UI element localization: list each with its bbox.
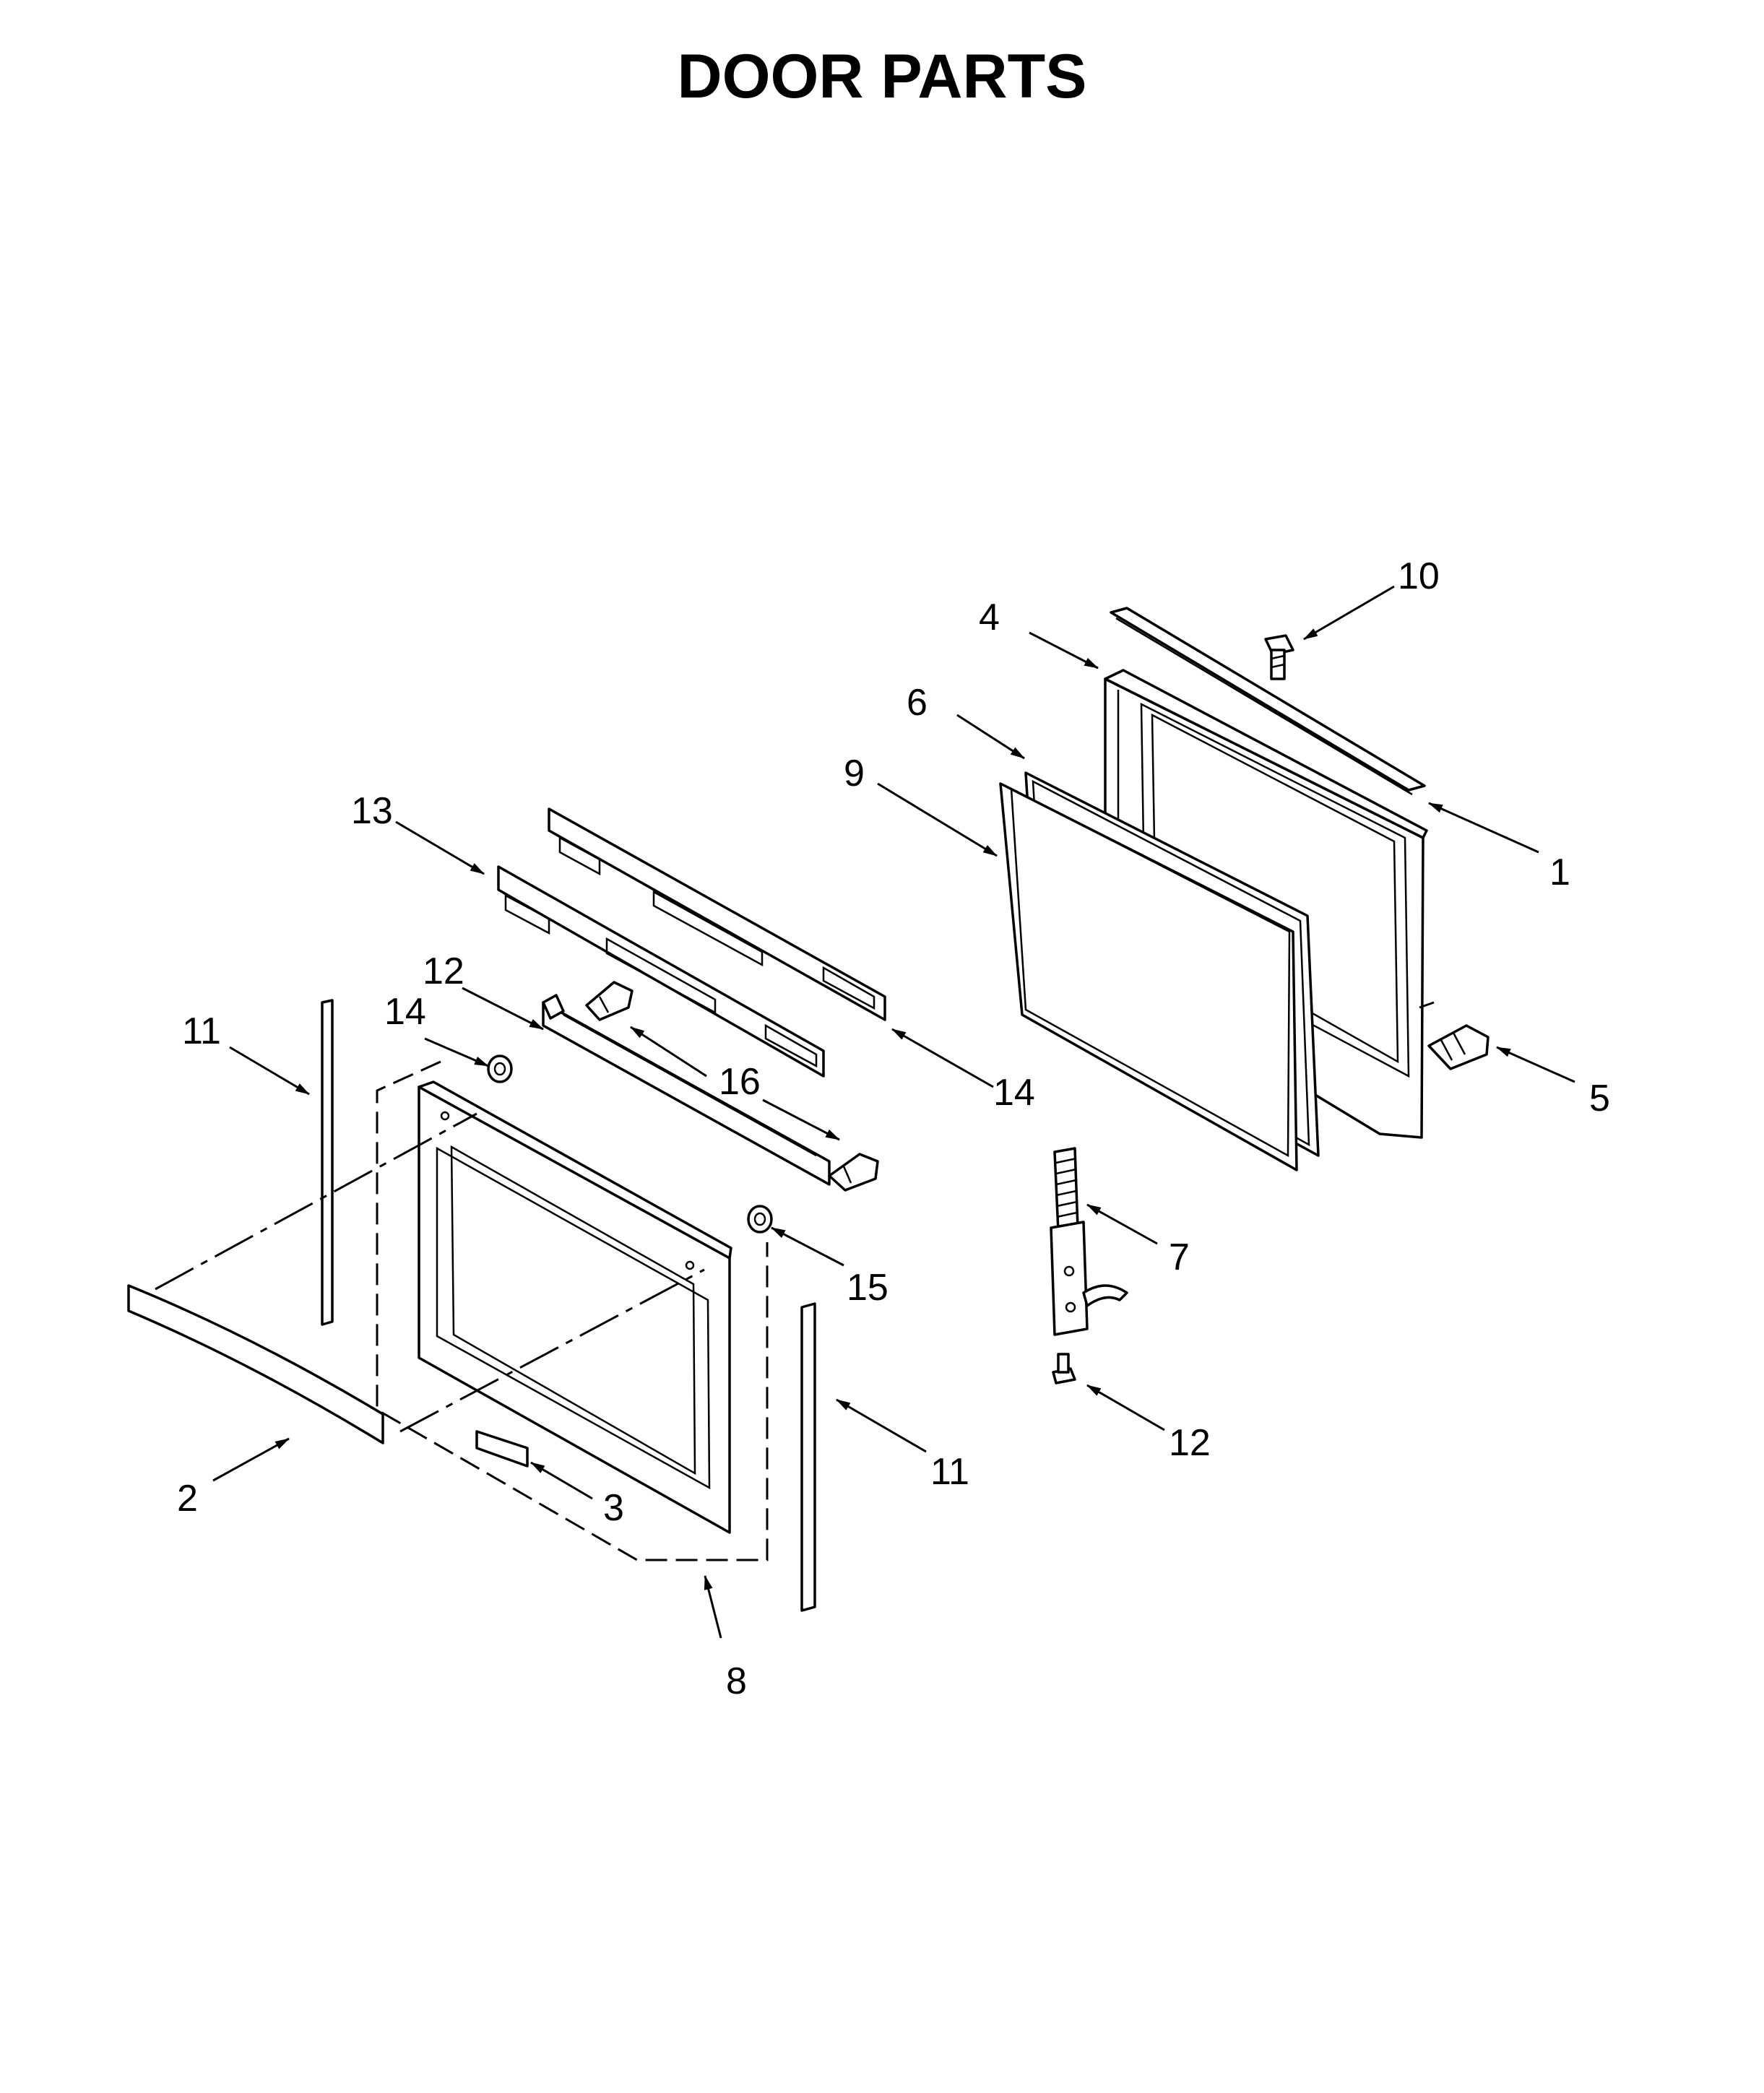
part-13-hinge-bracket [542, 994, 831, 1186]
part-2-handle [127, 1284, 384, 1444]
part-15-washer-lower [747, 1205, 773, 1234]
part-3-badge [475, 1430, 529, 1468]
callout-14-lower: 14 [993, 1072, 1035, 1114]
callout-14-upper: 13 [351, 790, 393, 832]
part-10-screw [1264, 634, 1294, 680]
part-15-washer-upper [487, 1054, 513, 1083]
leader-arrows [212, 585, 1575, 1639]
callout-labels: 10 4 6 9 1 5 13 14 12 14 16 15 11 11 7 1… [177, 555, 1610, 1702]
callout-10: 10 [1398, 555, 1440, 597]
callout-1: 1 [1549, 852, 1570, 893]
callout-11-right: 11 [930, 1451, 969, 1493]
callout-4: 4 [979, 597, 1000, 638]
part-5-screw [1419, 1001, 1490, 1070]
callout-7: 7 [1169, 1236, 1190, 1278]
callout-5: 5 [1589, 1078, 1610, 1119]
part-14-lower-channel [497, 865, 825, 1078]
callout-15-lower: 15 [847, 1267, 889, 1309]
callout-16: 16 [719, 1061, 761, 1103]
callout-12: 12 [1169, 1422, 1211, 1464]
callout-9: 9 [844, 753, 865, 794]
part-1-frame-strip [1110, 607, 1426, 796]
outer-door-panel [418, 1080, 732, 1534]
part-12-screw [1052, 1353, 1076, 1384]
callout-13: 12 [423, 950, 464, 992]
alignment-lines [155, 1112, 705, 1433]
part-16-screw-lower [828, 1153, 879, 1192]
callout-3: 3 [603, 1487, 624, 1529]
part-11-side-trim-right [800, 1302, 816, 1612]
part-9-inner-glass [999, 782, 1298, 1171]
callout-15-upper: 14 [384, 991, 426, 1033]
callout-6: 6 [907, 682, 928, 724]
callout-2: 2 [177, 1478, 198, 1520]
diagram-title: DOOR PARTS [678, 42, 1087, 111]
callout-11-left: 11 [182, 1010, 221, 1052]
part-16-screw-upper [585, 981, 634, 1021]
part-14-upper-channel [548, 807, 886, 1021]
part-11-side-trim-left [321, 999, 334, 1326]
part-7-hinge [1050, 1147, 1128, 1336]
callout-8: 8 [726, 1660, 747, 1702]
